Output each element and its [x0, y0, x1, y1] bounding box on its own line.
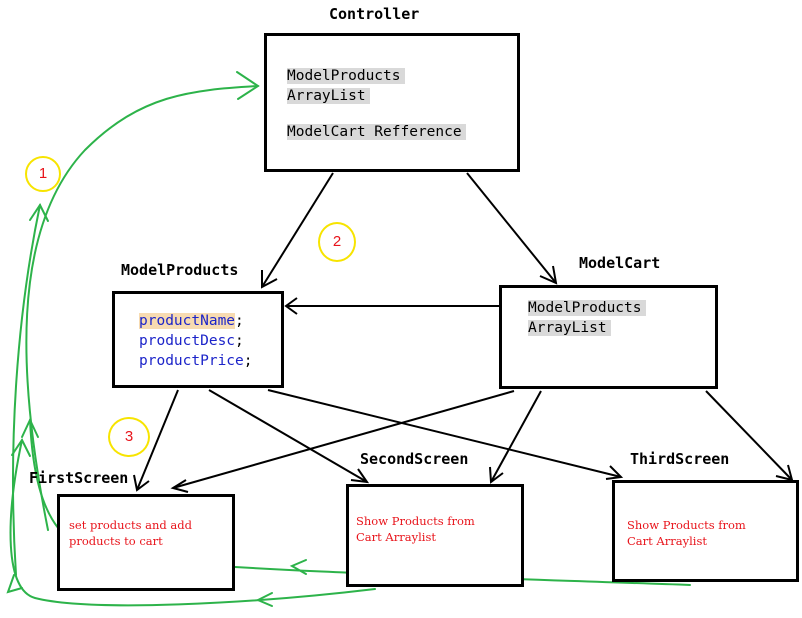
thirdscreen-note-line1: Show Products from: [627, 518, 746, 532]
arrow-modelproducts-to-firstscreen: [133, 389, 179, 492]
modelcart-title: ModelCart: [579, 254, 661, 272]
flow-arrow-head-left: [6, 574, 23, 594]
modelcart-box: ModelProducts ArrayList: [499, 285, 718, 389]
controller-cart-reference: ModelCart Refference: [287, 124, 466, 140]
flow-arrow-head-mid-2: [255, 592, 273, 607]
flow-arrow-head-mid-1: [289, 559, 307, 575]
secondscreen-box: Show Products from Cart Arraylist: [346, 484, 524, 587]
firstscreen-title: FirstScreen: [29, 469, 129, 487]
modelcart-products-label: ModelProducts: [528, 300, 646, 316]
flow-arrow-to-controller: [25, 71, 260, 531]
step-badge-1: 1: [25, 156, 61, 192]
arrow-modelproducts-to-secondscreen: [208, 389, 370, 484]
field-product-price: productPrice: [139, 353, 244, 369]
secondscreen-title: SecondScreen: [360, 450, 469, 468]
thirdscreen-note-line2: Cart Arraylist: [627, 534, 707, 548]
modelproducts-box: productName; productDesc; productPrice;: [112, 291, 284, 388]
secondscreen-note-line1: Show Products from: [356, 514, 475, 528]
arrow-modelcart-to-modelproducts: [284, 297, 499, 315]
arrow-modelcart-to-secondscreen: [489, 390, 542, 484]
thirdscreen-box: Show Products from Cart Arraylist: [612, 480, 799, 582]
controller-products-label: ModelProducts: [287, 68, 405, 84]
firstscreen-note-line1: set products and add: [69, 518, 193, 532]
field-product-name: productName: [139, 313, 236, 329]
firstscreen-note-line2: products to cart: [69, 534, 163, 548]
arrow-modelproducts-to-thirdscreen: [267, 389, 624, 480]
controller-title: Controller: [329, 5, 420, 23]
firstscreen-box: set products and add products to cart: [57, 494, 235, 591]
arrow-controller-to-modelproducts: [261, 172, 334, 289]
modelproducts-title: ModelProducts: [121, 261, 239, 279]
flow-arrow-secondary-up: [12, 203, 49, 576]
flow-arrow-second-to-first: [9, 438, 376, 607]
arrow-controller-to-modelcart: [466, 172, 558, 285]
field-product-desc: productDesc: [139, 333, 236, 349]
controller-box: ModelProducts ArrayList ModelCart Reffer…: [264, 33, 520, 172]
controller-arraylist-label: ArrayList: [287, 88, 370, 104]
thirdscreen-title: ThirdScreen: [630, 450, 730, 468]
step-badge-2: 2: [318, 222, 356, 262]
arrow-modelcart-to-firstscreen: [170, 390, 515, 493]
step-badge-3: 3: [108, 417, 150, 457]
modelcart-arraylist-label: ArrayList: [528, 320, 611, 336]
secondscreen-note-line2: Cart Arraylist: [356, 530, 436, 544]
